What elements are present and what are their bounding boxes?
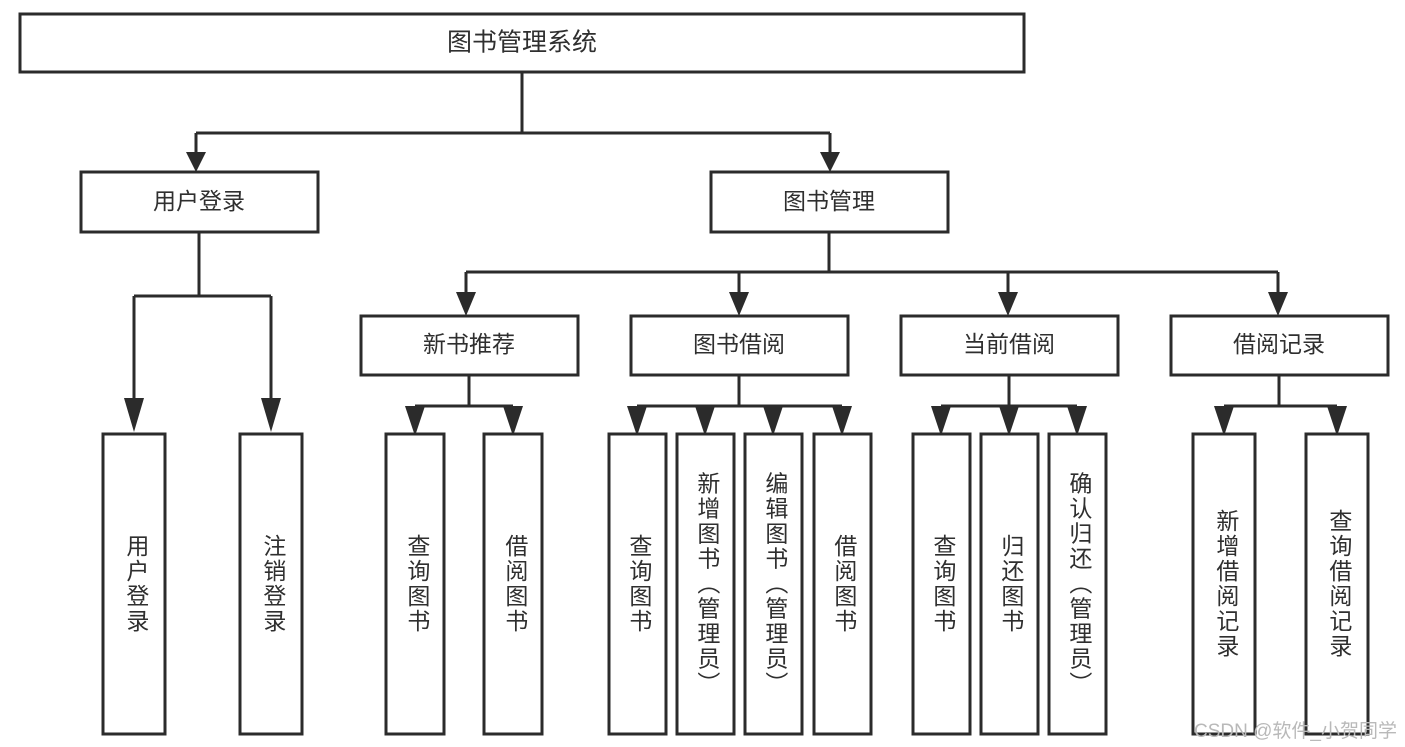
arrow-head-leaf-rec-query [405, 406, 425, 436]
node-current-borrow[interactable]: 当前借阅 [899, 314, 1120, 377]
node-leaf-borrow-query-box[interactable] [607, 432, 668, 736]
arrow-head-leaf-record-add [1214, 406, 1234, 436]
node-leaf-user-logout-box[interactable] [238, 432, 304, 736]
node-leaf-rec-query-label: 查询图书 [404, 534, 431, 634]
node-leaf-borrow-edit-box[interactable] [743, 432, 804, 736]
arrow-head-leaf-rec-borrow [503, 406, 523, 436]
node-new-book-rec-label: 新书推荐 [423, 331, 515, 357]
node-leaf-current-confirm-box[interactable] [1047, 432, 1108, 736]
arrow-head-leaf-borrow-edit [763, 406, 783, 436]
node-borrow-record-label: 借阅记录 [1233, 331, 1325, 357]
node-leaf-borrow-edit-label: 编辑图书（管理员） [762, 472, 789, 697]
node-root[interactable]: 图书管理系统 [18, 12, 1026, 74]
connector-layer [124, 72, 1347, 436]
arrow-head-book-manage [820, 152, 840, 172]
node-leaf-borrow-add-label: 新增图书（管理员） [694, 472, 721, 697]
node-leaf-borrow-add[interactable]: 新增图书（管理员） [675, 432, 736, 736]
arrow-head-new-book-rec [456, 292, 476, 316]
node-leaf-current-return-label: 归还图书 [998, 534, 1025, 634]
node-root-box[interactable] [18, 12, 1026, 74]
node-leaf-rec-borrow-label: 借阅图书 [502, 534, 529, 634]
node-leaf-current-confirm[interactable]: 确认归还（管理员） [1047, 432, 1108, 736]
arrow-head-leaf-user-login [124, 398, 144, 432]
node-leaf-user-login-box[interactable] [101, 432, 167, 736]
node-book-manage-label: 图书管理 [783, 188, 875, 214]
node-leaf-current-return-box[interactable] [979, 432, 1040, 736]
node-leaf-record-query-label: 查询借阅记录 [1326, 509, 1353, 659]
node-book-manage[interactable]: 图书管理 [709, 170, 950, 234]
node-leaf-rec-query-box[interactable] [384, 432, 446, 736]
arrow-head-leaf-current-return [999, 406, 1019, 436]
arrow-head-user-login [186, 152, 206, 172]
node-leaf-record-add[interactable]: 新增借阅记录 [1191, 432, 1257, 736]
node-leaf-borrow-query[interactable]: 查询图书 [607, 432, 668, 736]
node-leaf-borrow-query-label: 查询图书 [626, 534, 653, 634]
node-leaf-current-query-label: 查询图书 [930, 534, 957, 634]
node-leaf-user-login-label: 用户登录 [123, 534, 150, 634]
node-borrow-record-box[interactable] [1169, 314, 1390, 377]
node-leaf-borrow-take-label: 借阅图书 [831, 534, 858, 634]
arrow-head-leaf-borrow-query [627, 406, 647, 436]
arrow-head-leaf-borrow-take [832, 406, 852, 436]
node-leaf-rec-borrow-box[interactable] [482, 432, 544, 736]
node-book-manage-box[interactable] [709, 170, 950, 234]
node-leaf-record-add-label: 新增借阅记录 [1213, 509, 1240, 659]
node-leaf-current-return[interactable]: 归还图书 [979, 432, 1040, 736]
node-current-borrow-box[interactable] [899, 314, 1120, 377]
node-book-borrow-label: 图书借阅 [693, 331, 785, 357]
node-user-login-label: 用户登录 [153, 188, 245, 214]
node-current-borrow-label: 当前借阅 [963, 331, 1055, 357]
node-leaf-borrow-take-box[interactable] [812, 432, 873, 736]
arrow-head-leaf-current-confirm [1067, 406, 1087, 436]
node-user-login-box[interactable] [79, 170, 320, 234]
arrow-head-book-borrow [729, 292, 749, 316]
node-leaf-borrow-add-box[interactable] [675, 432, 736, 736]
node-leaf-borrow-take[interactable]: 借阅图书 [812, 432, 873, 736]
node-book-borrow[interactable]: 图书借阅 [629, 314, 850, 377]
arrow-head-borrow-record [1268, 292, 1288, 316]
node-leaf-rec-query[interactable]: 查询图书 [384, 432, 446, 736]
arrow-head-current-borrow [998, 292, 1018, 316]
node-leaf-current-query-box[interactable] [911, 432, 972, 736]
node-leaf-current-confirm-label: 确认归还（管理员） [1066, 472, 1093, 697]
node-leaf-current-query[interactable]: 查询图书 [911, 432, 972, 736]
node-borrow-record[interactable]: 借阅记录 [1169, 314, 1390, 377]
arrow-head-leaf-borrow-add [695, 406, 715, 436]
node-leaf-record-add-box[interactable] [1191, 432, 1257, 736]
node-leaf-user-logout[interactable]: 注销登录 [238, 432, 304, 736]
node-new-book-rec-box[interactable] [359, 314, 580, 377]
node-leaf-rec-borrow[interactable]: 借阅图书 [482, 432, 544, 736]
node-leaf-record-query[interactable]: 查询借阅记录 [1304, 432, 1370, 736]
node-leaf-user-login[interactable]: 用户登录 [101, 432, 167, 736]
node-new-book-rec[interactable]: 新书推荐 [359, 314, 580, 377]
node-leaf-borrow-edit[interactable]: 编辑图书（管理员） [743, 432, 804, 736]
arrow-head-leaf-user-logout [261, 398, 281, 432]
node-leaf-record-query-box[interactable] [1304, 432, 1370, 736]
node-user-login[interactable]: 用户登录 [79, 170, 320, 234]
arrow-head-leaf-record-query [1327, 406, 1347, 436]
node-leaf-user-logout-label: 注销登录 [260, 534, 287, 634]
node-root-label: 图书管理系统 [447, 29, 597, 57]
arrow-head-leaf-current-query [931, 406, 951, 436]
node-book-borrow-box[interactable] [629, 314, 850, 377]
